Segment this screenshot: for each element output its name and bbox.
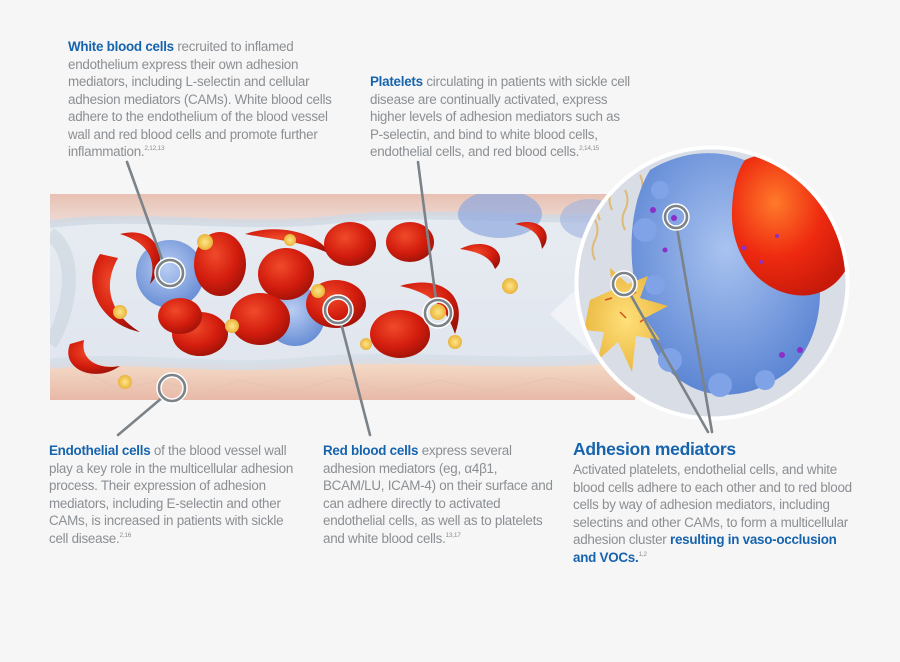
blood-vessel-illustration: [50, 194, 635, 400]
magnifier-ring-adhesion-2: [663, 204, 689, 230]
reference-superscript: 2,16: [119, 531, 132, 539]
callout-title: White blood cells: [68, 39, 174, 54]
callout-body: recruited to inflamed endothelium expres…: [68, 39, 332, 159]
callout-body: of the blood vessel wall play a key role…: [49, 443, 294, 546]
callout-line-endothelial: [116, 395, 165, 437]
callout-endothelial-cells: Endothelial cells of the blood vessel wa…: [49, 442, 299, 547]
callout-red-blood-cells: Red blood cells express several adhesion…: [323, 442, 559, 547]
callout-emphasis: resulting in vaso-occlusion and VOCs.: [573, 532, 837, 565]
callout-title: Platelets: [370, 74, 423, 89]
callout-line-adhesion-2: [675, 226, 714, 434]
blood-vessel-scene: [50, 194, 635, 400]
callout-white-blood-cells: White blood cells recruited to inflamed …: [68, 38, 340, 161]
reference-superscript: 2,14,15: [579, 145, 600, 152]
reference-superscript: 13,17: [445, 531, 461, 539]
callout-line-adhesion-1: [627, 290, 710, 434]
reference-superscript: 1,2: [638, 550, 647, 558]
callout-adhesion-mediators: Activated platelets, endothelial cells, …: [573, 461, 863, 566]
callout-body: express several adhesion mediators (eg, …: [323, 443, 553, 546]
reference-superscript: 2,12,13: [144, 145, 165, 152]
callout-body: circulating in patients with sickle cell…: [370, 74, 630, 159]
callout-title: Red blood cells: [323, 443, 419, 458]
callout-title: Endothelial cells: [49, 443, 151, 458]
callout-platelets: Platelets circulating in patients with s…: [370, 73, 632, 161]
callout-body: Activated platelets, endothelial cells, …: [573, 462, 852, 547]
adhesion-mediators-heading: Adhesion mediators: [573, 439, 736, 459]
